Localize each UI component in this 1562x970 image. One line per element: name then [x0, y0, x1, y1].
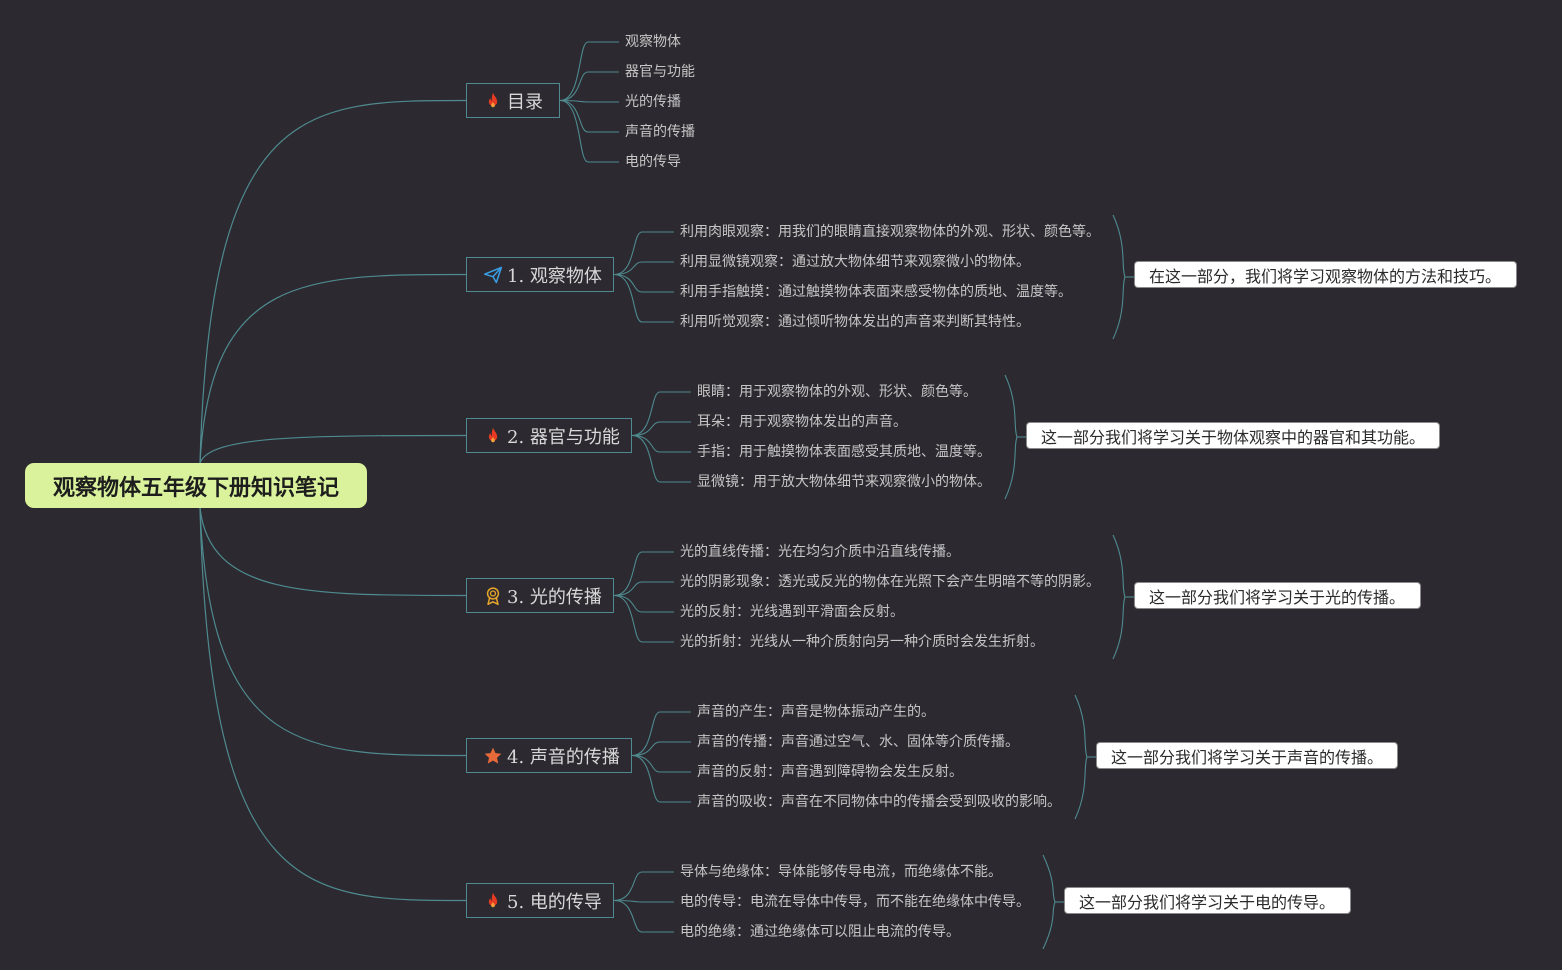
- item-connector-1-3: [613, 273, 674, 323]
- item-connector-1-2: [613, 273, 674, 293]
- item-connector-2-0: [631, 391, 691, 437]
- trunk-connector-3: [199, 507, 467, 597]
- subtopic-item[interactable]: 手指：用于触摸物体表面感受其质地、温度等。: [697, 444, 991, 460]
- subtopic-item[interactable]: 光的直线传播：光在均匀介质中沿直线传播。: [680, 544, 960, 560]
- trunk-connector-4: [199, 507, 467, 757]
- subtopic-item[interactable]: 光的阴影现象：透光或反光的物体在光照下会产生明暗不等的阴影。: [680, 574, 1100, 590]
- summary-node-5[interactable]: 这一部分我们将学习关于电的传导。: [1064, 887, 1351, 914]
- fire-icon: [483, 91, 503, 111]
- item-connector-3-0: [613, 551, 674, 597]
- subtopic-item[interactable]: 光的传播: [625, 94, 681, 110]
- fire-icon: [483, 426, 503, 446]
- item-connector-1-1: [613, 261, 674, 276]
- topic-node-2[interactable]: 2. 器官与功能: [466, 418, 632, 453]
- subtopic-item[interactable]: 光的反射：光线遇到平滑面会反射。: [680, 604, 904, 620]
- item-connector-3-3: [613, 594, 674, 643]
- subtopic-item[interactable]: 导体与绝缘体：导体能够传导电流，而绝缘体不能。: [680, 864, 1002, 880]
- topic-node-0[interactable]: 目录: [466, 83, 560, 118]
- topic-node-3[interactable]: 3. 光的传播: [466, 578, 614, 613]
- subtopic-item[interactable]: 观察物体: [625, 34, 681, 50]
- subtopic-item[interactable]: 显微镜：用于放大物体细节来观察微小的物体。: [697, 474, 991, 490]
- summary-bracket-4: [1074, 694, 1088, 820]
- root-title: 观察物体五年级下册知识笔记: [52, 475, 339, 501]
- subtopic-item[interactable]: 眼睛：用于观察物体的外观、形状、颜色等。: [697, 384, 977, 400]
- item-connector-2-1: [631, 421, 691, 437]
- subtopic-item[interactable]: 声音的反射：声音遇到障碍物会发生反射。: [697, 764, 963, 780]
- trunk-connector-5: [199, 507, 467, 902]
- item-connector-5-0: [613, 871, 674, 902]
- subtopic-item[interactable]: 耳朵：用于观察物体发出的声音。: [697, 414, 907, 430]
- topic-label: 1. 观察物体: [507, 265, 602, 287]
- item-connector-4-0: [631, 711, 691, 757]
- subtopic-item[interactable]: 光的折射：光线从一种介质射向另一种介质时会发生折射。: [680, 634, 1044, 650]
- subtopic-item[interactable]: 利用听觉观察：通过倾听物体发出的声音来判断其特性。: [680, 314, 1030, 330]
- summary-node-2[interactable]: 这一部分我们将学习关于物体观察中的器官和其功能。: [1026, 422, 1440, 449]
- item-connector-3-2: [613, 594, 674, 613]
- summary-bracket-3: [1112, 534, 1126, 660]
- subtopic-item[interactable]: 利用肉眼观察：用我们的眼睛直接观察物体的外观、形状、颜色等。: [680, 224, 1100, 240]
- item-connector-2-3: [631, 434, 691, 483]
- subtopic-item[interactable]: 利用手指触摸：通过触摸物体表面来感受物体的质地、温度等。: [680, 284, 1072, 300]
- summary-node-4[interactable]: 这一部分我们将学习关于声音的传播。: [1096, 742, 1398, 769]
- item-connector-5-2: [613, 899, 674, 933]
- item-connector-0-2: [559, 99, 619, 103]
- item-connector-2-2: [631, 434, 691, 453]
- item-connector-0-0: [559, 41, 619, 102]
- subtopic-item[interactable]: 电的传导：电流在导体中传导，而不能在绝缘体中传导。: [680, 894, 1030, 910]
- topic-label: 2. 器官与功能: [507, 426, 620, 448]
- item-connector-4-2: [631, 754, 691, 773]
- item-connector-0-3: [559, 99, 619, 133]
- item-connector-0-1: [559, 71, 619, 102]
- topic-label: 5. 电的传导: [507, 891, 602, 913]
- trunk-connector-2: [199, 434, 467, 464]
- root-topic[interactable]: 观察物体五年级下册知识笔记: [25, 463, 367, 508]
- summary-bracket-1: [1112, 214, 1126, 340]
- summary-node-1[interactable]: 在这一部分，我们将学习观察物体的方法和技巧。: [1134, 261, 1517, 288]
- topic-label: 4. 声音的传播: [507, 746, 620, 768]
- subtopic-item[interactable]: 利用显微镜观察：通过放大物体细节来观察微小的物体。: [680, 254, 1030, 270]
- item-connector-5-1: [613, 899, 674, 903]
- summary-bracket-5: [1042, 854, 1056, 950]
- trunk-connector-0: [199, 99, 467, 464]
- item-connector-4-1: [631, 741, 691, 757]
- topic-label: 3. 光的传播: [507, 586, 602, 608]
- paper-plane-icon: [483, 265, 503, 285]
- summary-bracket-2: [1004, 374, 1018, 500]
- item-connector-4-3: [631, 754, 691, 803]
- subtopic-item[interactable]: 器官与功能: [625, 64, 695, 80]
- item-connector-3-1: [613, 581, 674, 597]
- item-connector-1-0: [613, 231, 674, 276]
- fire-icon: [483, 891, 503, 911]
- topic-node-1[interactable]: 1. 观察物体: [466, 257, 614, 292]
- item-connector-0-4: [559, 99, 619, 163]
- award-icon: [483, 586, 503, 606]
- topic-node-5[interactable]: 5. 电的传导: [466, 883, 614, 918]
- topic-label: 目录: [507, 91, 543, 113]
- subtopic-item[interactable]: 电的传导: [625, 154, 681, 170]
- topic-node-4[interactable]: 4. 声音的传播: [466, 738, 632, 773]
- subtopic-item[interactable]: 声音的传播: [625, 124, 695, 140]
- trunk-connector-1: [199, 273, 467, 464]
- summary-node-3[interactable]: 这一部分我们将学习关于光的传播。: [1134, 582, 1421, 609]
- subtopic-item[interactable]: 声音的传播：声音通过空气、水、固体等介质传播。: [697, 734, 1019, 750]
- subtopic-item[interactable]: 声音的产生：声音是物体振动产生的。: [697, 704, 935, 720]
- subtopic-item[interactable]: 电的绝缘：通过绝缘体可以阻止电流的传导。: [680, 924, 960, 940]
- star-icon: [483, 746, 503, 766]
- subtopic-item[interactable]: 声音的吸收：声音在不同物体中的传播会受到吸收的影响。: [697, 794, 1061, 810]
